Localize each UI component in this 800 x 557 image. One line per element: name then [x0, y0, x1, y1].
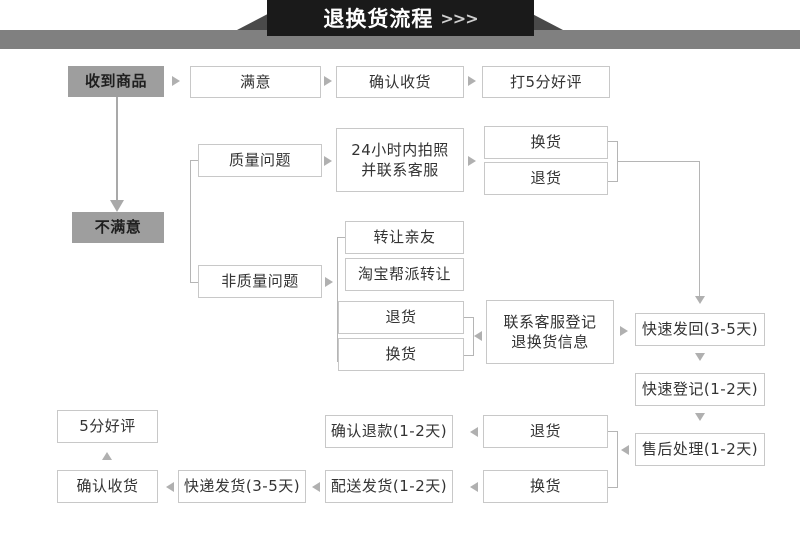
node-exchange-bottom[interactable]: 换货 [483, 470, 608, 503]
node-contact-service-line1: 联系客服登记 [503, 312, 597, 331]
bracket-top-pair-upper-stub [608, 141, 618, 142]
bracket-bottom-pair-vertical [617, 431, 618, 487]
arrowhead-received-to-unsatisfied [110, 200, 124, 212]
arrowhead-to-fast-send-back [695, 296, 705, 304]
arrow-received-to-satisfied [172, 76, 180, 86]
node-transfer-friend[interactable]: 转让亲友 [345, 221, 464, 254]
node-five-star-review-bottom[interactable]: 5分好评 [57, 410, 158, 443]
node-fast-register[interactable]: 快速登记(1-2天) [635, 373, 765, 406]
node-return-bottom[interactable]: 退货 [483, 415, 608, 448]
node-taobao-gang-transfer[interactable]: 淘宝帮派转让 [345, 258, 464, 291]
node-contact-service-register[interactable]: 联系客服登记 退换货信息 [486, 300, 614, 364]
header-black-plate: 退换货流程 >>> [267, 0, 534, 36]
node-unsatisfied[interactable]: 不满意 [72, 212, 164, 243]
arrow-confirm-receipt-to-review [102, 452, 112, 460]
bracket-mid-pair-vertical [473, 317, 474, 355]
node-confirm-receipt-bottom[interactable]: 确认收货 [57, 470, 158, 503]
bracket-bottom-pair-lower-stub [608, 487, 618, 488]
arrow-photo-to-exchange-return [468, 156, 476, 166]
bracket-options-top-stub [337, 237, 346, 238]
header-gray-band [0, 30, 800, 49]
node-received-goods[interactable]: 收到商品 [68, 66, 164, 97]
arrow-nonquality-to-options [325, 277, 333, 287]
node-photo-contact-service[interactable]: 24小时内拍照 并联系客服 [336, 128, 464, 192]
node-five-star-review-top[interactable]: 打5分好评 [482, 66, 610, 98]
node-non-quality-issue[interactable]: 非质量问题 [198, 265, 322, 298]
bracket-issue-vertical [190, 160, 191, 282]
arrow-service-to-mid-pair [474, 331, 482, 341]
bracket-options-vertical [337, 237, 338, 361]
page-title-text: 退换货流程 [323, 7, 434, 31]
arrow-exchange-to-delivery [470, 482, 478, 492]
node-after-sales-process[interactable]: 售后处理(1-2天) [635, 433, 765, 466]
chevrons-icon: >>> [440, 8, 478, 28]
arrow-return-to-refund [470, 427, 478, 437]
arrow-after-sales-to-bottom-pair [621, 445, 629, 455]
node-fast-send-back[interactable]: 快速发回(3-5天) [635, 313, 765, 346]
bracket-mid-pair-lower-stub [464, 355, 474, 356]
bracket-issue-top-stub [190, 160, 199, 161]
node-return-top[interactable]: 退货 [484, 162, 608, 195]
connector-top-pair-right [617, 161, 700, 162]
node-quality-issue[interactable]: 质量问题 [198, 144, 322, 177]
arrow-send-back-to-register [695, 353, 705, 361]
arrow-satisfied-to-confirm [324, 76, 332, 86]
arrow-express-to-confirm-receipt [166, 482, 174, 492]
node-exchange-top[interactable]: 换货 [484, 126, 608, 159]
node-express-shipping[interactable]: 快递发货(3-5天) [178, 470, 306, 503]
node-contact-service-line2: 退换货信息 [511, 333, 589, 351]
node-satisfied[interactable]: 满意 [190, 66, 321, 98]
bracket-bottom-pair-upper-stub [608, 431, 618, 432]
arrow-register-to-after-sales [695, 413, 705, 421]
node-confirm-receipt-top[interactable]: 确认收货 [336, 66, 464, 98]
connector-received-to-unsatisfied [116, 97, 118, 203]
node-return-mid[interactable]: 退货 [338, 301, 464, 334]
node-photo-contact-line2: 并联系客服 [361, 161, 439, 179]
bracket-issue-bottom-stub [190, 282, 199, 283]
node-delivery-shipping[interactable]: 配送发货(1-2天) [325, 470, 453, 503]
bracket-mid-pair-upper-stub [464, 317, 474, 318]
connector-top-pair-down [699, 161, 700, 298]
arrow-service-to-fast-send-back [620, 326, 628, 336]
bracket-top-pair-lower-stub [608, 181, 618, 182]
arrow-confirm-to-review [468, 76, 476, 86]
arrow-delivery-to-express [312, 482, 320, 492]
node-confirm-refund[interactable]: 确认退款(1-2天) [325, 415, 453, 448]
arrow-quality-to-photo [324, 156, 332, 166]
node-exchange-mid[interactable]: 换货 [338, 338, 464, 371]
node-photo-contact-line1: 24小时内拍照 [351, 140, 449, 159]
page-title: 退换货流程 >>> [267, 0, 534, 36]
